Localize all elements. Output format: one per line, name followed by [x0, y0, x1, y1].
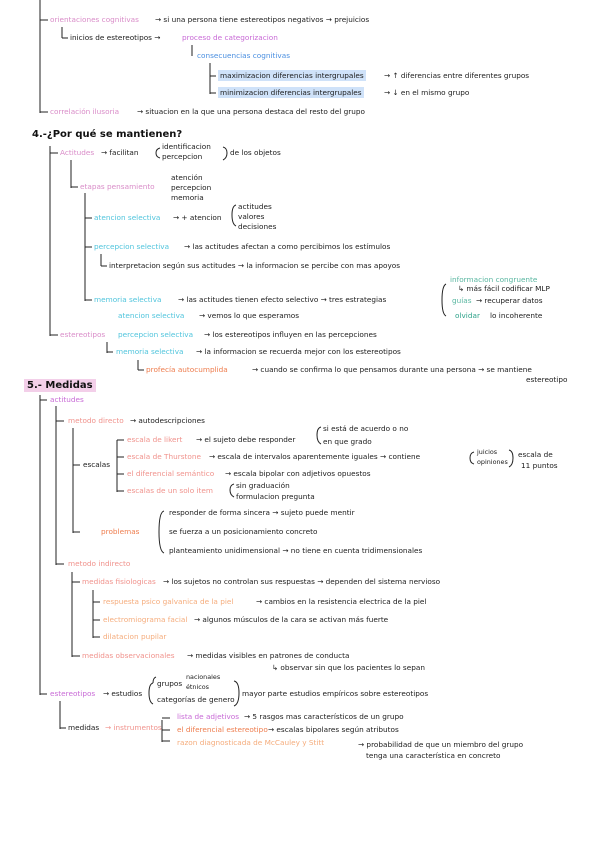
proceso-categorizacion-label: proceso de categorizacion: [182, 33, 278, 42]
galvanica-label: respuesta psico galvanica de la piel: [103, 597, 234, 606]
section-5-heading: 5.- Medidas: [24, 379, 96, 392]
likert-option-grado: en que grado: [323, 437, 372, 446]
estereotipos-percepcion-selectiva: percepcion selectiva: [118, 330, 194, 339]
estereotipos-atencion-selectiva: atencion selectiva: [118, 311, 185, 320]
likert-description: → el sujeto debe responder: [196, 435, 296, 444]
problemas-label: problemas: [101, 527, 140, 536]
thurstone-escala-de: escala de: [518, 450, 553, 459]
thurstone-description: → escala de intervalos aparentemente igu…: [209, 452, 421, 461]
un-solo-item-label: escalas de un solo item: [127, 486, 213, 495]
maximizacion-description: → ↑ diferencias entre diferentes grupos: [384, 71, 530, 80]
consecuencias-cognitivas-label: consecuencias cognitivas: [197, 51, 291, 60]
profecia-description: → cuando se confirma lo que pensamos dur…: [252, 365, 532, 374]
estereotipos-percepcion-description: → los estereotipos influyen en las perce…: [204, 330, 377, 339]
percepcion-description: → las actitudes afectan a como percibimo…: [184, 242, 391, 251]
problema-unidimensional: planteamiento unidimensional → no tiene …: [169, 546, 423, 555]
guias-description: → recuperar datos: [476, 296, 543, 305]
actitudes-medidas-label: actitudes: [50, 395, 84, 404]
memoria-description: → las actitudes tienen efecto selectivo …: [178, 295, 387, 304]
atencion-description: → + atencion: [173, 213, 222, 222]
percepcion-selectiva-label: percepcion selectiva: [94, 242, 170, 251]
facilitan-label: → facilitan: [101, 148, 139, 157]
identificacion-label: identificacion: [162, 142, 211, 151]
mccauley-description: → probabilidad de que un miembro del gru…: [358, 740, 524, 749]
estudios-categorias-genero: categorías de genero: [157, 695, 235, 704]
likert-label: escala de likert: [127, 435, 183, 444]
instrumentos-label: → instrumentos: [105, 723, 162, 732]
etapa-memoria: memoria: [171, 193, 204, 202]
dilatacion-pupilar-label: dilatacion pupilar: [103, 632, 167, 641]
thurstone-option-juicios: juicios: [477, 448, 498, 456]
estudios-grupos: grupos: [157, 679, 183, 688]
problema-posicionamiento: se fuerza a un posicionamiento concreto: [169, 527, 318, 536]
un-solo-option-pregunta: formulacion pregunta: [236, 492, 315, 501]
inicios-label: inicios de estereotipos →: [70, 33, 161, 42]
un-solo-option-graduacion: sin graduación: [236, 481, 290, 490]
etapa-atencion: atención: [171, 173, 203, 182]
thurstone-11-puntos: 11 puntos: [521, 461, 558, 470]
estereotipos-label: estereotipos: [60, 330, 106, 339]
lista-adjetivos-description: → 5 rasgos mas característicos de un gru…: [244, 712, 404, 721]
correlacion-ilusoria-label: correlación ilusoria: [50, 107, 120, 116]
metodo-directo-label: metodo directo: [68, 416, 124, 425]
interpretacion-description: interpretacion según sus actitudes → la …: [109, 261, 401, 270]
fisiologicas-description: → los sujetos no controlan sus respuesta…: [163, 577, 441, 586]
profecia-autocumplida-label: profecía autocumplida: [146, 365, 228, 374]
medidas-label: medidas: [68, 723, 100, 732]
diferencial-semantico-label: el diferencial semántico: [127, 469, 215, 478]
mccauley-stitt-label: razon diagnosticada de McCauley y Stitt: [177, 738, 325, 747]
lista-adjetivos-label: lista de adjetivos: [177, 712, 240, 721]
escalas-label: escalas: [83, 460, 111, 469]
diferencial-description: → escala bipolar con adjetivos opuestos: [225, 469, 371, 478]
correlacion-description: → situacion en la que una persona destac…: [137, 107, 365, 116]
observacionales-description: → medidas visibles en patrones de conduc…: [187, 651, 350, 660]
section-4-heading: 4.-¿Por qué se mantienen?: [32, 129, 183, 140]
actitudes-label: Actitudes: [60, 148, 95, 157]
medidas-fisiologicas-label: medidas fisiologicas: [82, 577, 156, 586]
minimizacion-label: minimizacion diferencias intergrupales: [218, 87, 364, 98]
estudios-label: → estudios: [103, 689, 143, 698]
minimizacion-description: → ↓ en el mismo grupo: [384, 88, 470, 97]
electromiograma-description: → algunos músculos de la cara se activan…: [194, 615, 389, 624]
informacion-congruente-description: ↳ más fácil codificar MLP: [458, 284, 550, 293]
observacionales-description-2: ↳ observar sin que los pacientes lo sepa…: [272, 663, 425, 672]
informacion-congruente-label: informacion congruente: [450, 275, 538, 284]
olvidar-label: olvidar: [455, 311, 480, 320]
guias-label: guías: [452, 296, 472, 305]
percepcion-label: percepcion: [162, 152, 203, 161]
metodo-directo-description: → autodescripciones: [130, 416, 205, 425]
galvanica-description: → cambios en la resistencia electrica de…: [256, 597, 427, 606]
estereotipos-medidas-label: estereotipos: [50, 689, 96, 698]
atencion-item-decisiones: decisiones: [238, 222, 277, 231]
medidas-observacionales-label: medidas observacionales: [82, 651, 175, 660]
de-los-objetos-label: de los objetos: [230, 148, 281, 157]
estudios-description: mayor parte estudios empíricos sobre est…: [242, 689, 429, 698]
mccauley-description-line2: tenga una característica en concreto: [366, 751, 501, 760]
etapa-percepcion: percepcion: [171, 183, 212, 192]
atencion-selectiva-label: atencion selectiva: [94, 213, 161, 222]
memoria-selectiva-label: memoria selectiva: [94, 295, 162, 304]
estudios-etnicos: étnicos: [186, 683, 210, 691]
thurstone-label: escala de Thurstone: [127, 452, 201, 461]
orientaciones-cognitivas-label: orientaciones cognitivas: [50, 15, 139, 24]
likert-option-acuerdo: si está de acuerdo o no: [323, 424, 409, 433]
profecia-description-line2: estereotipo: [526, 375, 568, 384]
orientaciones-description: → si una persona tiene estereotipos nega…: [155, 15, 370, 24]
atencion-item-actitudes: actitudes: [238, 202, 272, 211]
estereotipos-atencion-description: → vemos lo que esperamos: [199, 311, 300, 320]
metodo-indirecto-label: metodo indirecto: [68, 559, 131, 568]
thurstone-option-opiniones: opiniones: [477, 458, 508, 466]
estereotipos-memoria-selectiva: memoria selectiva: [116, 347, 184, 356]
electromiograma-label: electromiograma facial: [103, 615, 188, 624]
problema-sinceridad: responder de forma sincera → sujeto pued…: [169, 508, 355, 517]
atencion-item-valores: valores: [238, 212, 265, 221]
maximizacion-label: maximizacion diferencias intergrupales: [218, 70, 366, 81]
diferencial-estereotipo-label: el diferencial estereotipo: [177, 725, 268, 734]
estudios-nacionales: nacionales: [186, 673, 221, 681]
etapas-pensamiento-label: etapas pensamiento: [80, 182, 155, 191]
diferencial-estereotipo-description: → escalas bipolares según atributos: [268, 725, 399, 734]
olvidar-description: lo incoherente: [490, 311, 543, 320]
estereotipos-memoria-description: → la informacion se recuerda mejor con l…: [196, 347, 401, 356]
